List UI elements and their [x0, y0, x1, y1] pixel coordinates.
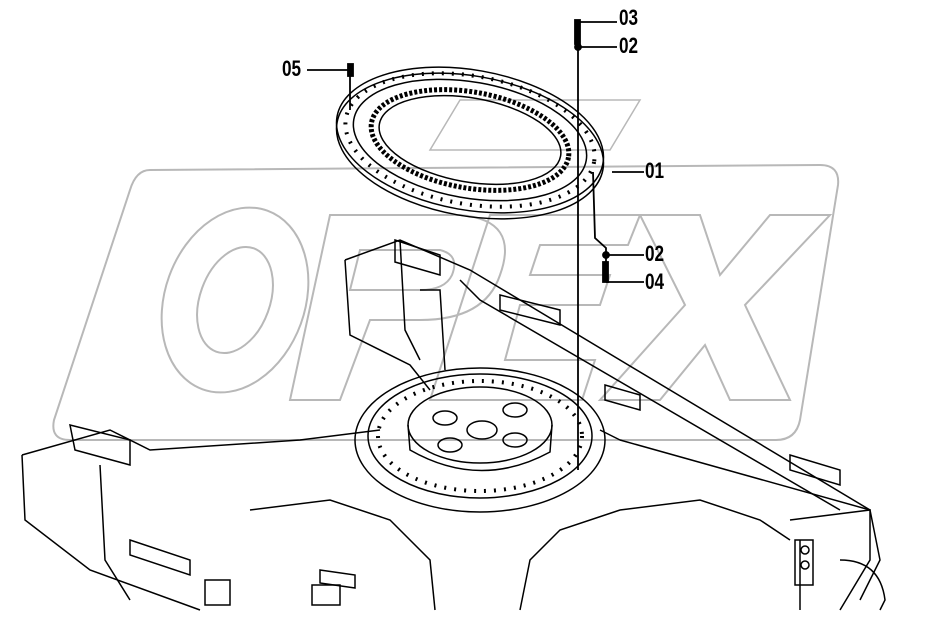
- opex-watermark: [52, 99, 840, 441]
- callout-04: 04: [645, 269, 665, 294]
- callout-03: 03: [619, 5, 639, 30]
- slewing-ring: [335, 66, 605, 220]
- undercarriage-frame: [21, 238, 886, 611]
- callout-02-bottom: 02: [645, 241, 665, 266]
- callout-02-top: 02: [619, 33, 639, 58]
- callout-01: 01: [645, 158, 665, 183]
- callout-05: 05: [282, 56, 302, 81]
- leader-lines: [307, 19, 644, 470]
